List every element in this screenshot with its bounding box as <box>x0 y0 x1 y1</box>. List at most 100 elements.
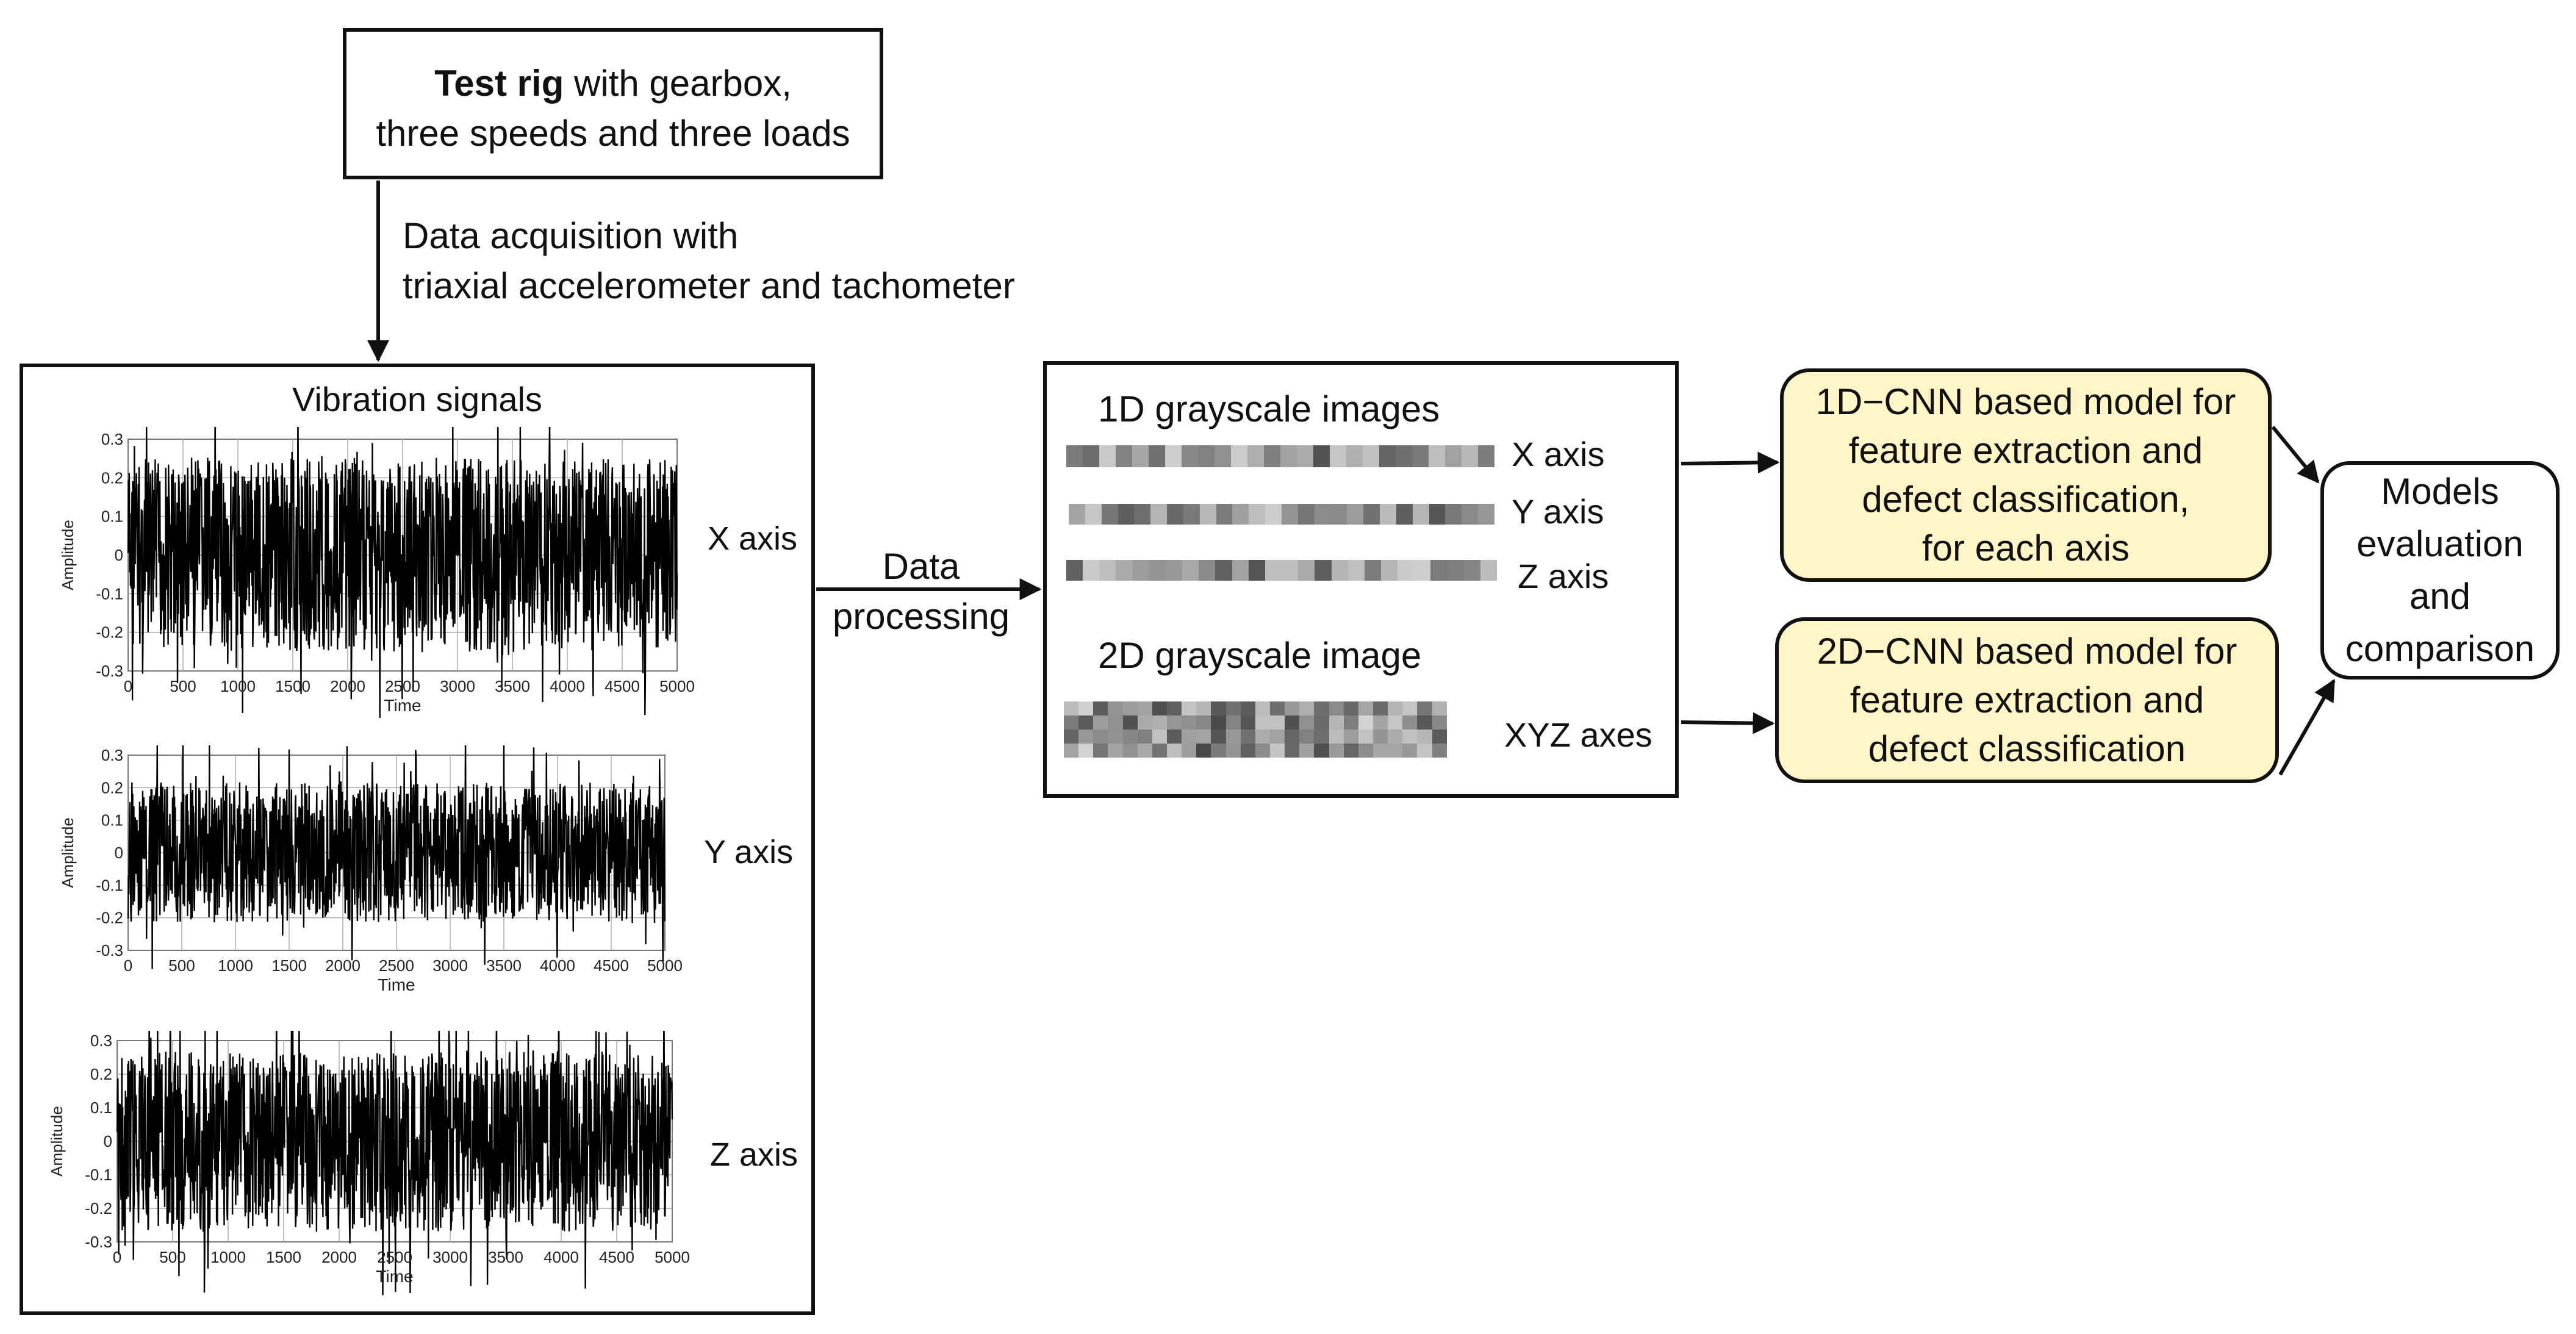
grayscale-pixel <box>1269 701 1285 715</box>
grayscale-pixel <box>1388 715 1403 730</box>
grayscale-pixel <box>1315 560 1332 581</box>
grayscale-label-y: Y axis <box>1512 492 1604 531</box>
x-tick-label: 1000 <box>210 1248 246 1266</box>
y-tick-label: -0.1 <box>96 876 123 894</box>
grayscale-pixel <box>1269 744 1285 758</box>
grayscale-pixel <box>1402 730 1418 744</box>
y-tick-label: -0.2 <box>85 1199 112 1217</box>
x-tick-label: 3500 <box>486 956 522 975</box>
grayscale-pixel <box>1093 715 1108 730</box>
grayscale-pixel <box>1432 730 1447 744</box>
grayscale-pixel <box>1414 560 1431 581</box>
grayscale-pixel <box>1329 744 1344 758</box>
grayscale-pixel <box>1225 744 1241 758</box>
grayscale-pixel <box>1116 560 1133 581</box>
grayscale-pixel <box>1240 744 1255 758</box>
arrow-1d-to-eval <box>2271 426 2320 484</box>
y-tick-label: -0.2 <box>96 623 123 642</box>
grayscale-pixel <box>1108 744 1123 758</box>
y-axis-title: Amplitude <box>48 1106 66 1177</box>
evaluation-box: Models evaluation and comparison <box>2320 461 2560 680</box>
grayscale-pixel <box>1078 701 1094 715</box>
model-2d-line3: defect classification <box>1868 728 2186 769</box>
grayscale-1d-title: 1D grayscale images <box>1098 389 1440 429</box>
x-tick-label: 2000 <box>330 677 365 695</box>
x-tick-label: 0 <box>113 1248 121 1266</box>
y-tick-label: -0.3 <box>85 1233 112 1251</box>
grayscale-pixel <box>1358 701 1373 715</box>
y-tick-label: -0.3 <box>96 662 123 680</box>
grayscale-pixel <box>1182 730 1197 744</box>
grayscale-pixel <box>1430 560 1448 581</box>
test-rig-box: Test rig with gearbox, three speeds and … <box>343 28 883 179</box>
grayscale-pixel <box>1346 445 1363 467</box>
arrow-grayscale-to-2d <box>1681 712 1775 734</box>
grayscale-pixel <box>1329 701 1344 715</box>
grayscale-pixel <box>1231 445 1247 467</box>
grayscale-pixel <box>1402 701 1418 715</box>
y-tick-label: 0.3 <box>90 1031 112 1050</box>
grayscale-pixel <box>1429 445 1445 467</box>
grayscale-pixel <box>1363 445 1379 467</box>
grayscale-pixel <box>1101 504 1118 525</box>
grayscale-strip-y <box>1069 504 1494 525</box>
x-tick-label: 500 <box>159 1248 185 1266</box>
x-tick-label: 1500 <box>271 956 307 975</box>
grayscale-pixel <box>1417 701 1432 715</box>
grayscale-pixel <box>1330 445 1346 467</box>
grayscale-pixel <box>1066 445 1083 467</box>
grayscale-pixel <box>1299 730 1315 744</box>
grayscale-pixel <box>1196 715 1211 730</box>
grayscale-pixel <box>1248 560 1265 581</box>
test-rig-bold: Test rig <box>434 63 564 104</box>
model-2d-cnn-text: 2D−CNN based model for feature extractio… <box>1817 627 2237 773</box>
grayscale-pixel <box>1445 445 1462 467</box>
x-tick-label: 0 <box>124 677 132 695</box>
grayscale-pixel <box>1255 744 1270 758</box>
x-tick-label: 3000 <box>432 1248 468 1266</box>
grayscale-pixel <box>1255 715 1270 730</box>
model-1d-line1: 1D−CNN based model for <box>1815 381 2236 422</box>
acquisition-text: Data acquisition with triaxial accelerom… <box>403 211 1015 311</box>
y-tick-label: 0 <box>115 546 123 564</box>
grayscale-pixel <box>1064 744 1079 758</box>
grayscale-pixel <box>1150 504 1168 525</box>
grayscale-pixel <box>1396 504 1413 525</box>
grayscale-label-z: Z axis <box>1518 557 1609 595</box>
x-tick-label: 500 <box>168 956 195 975</box>
x-axis-title: Time <box>384 696 421 715</box>
grayscale-pixel <box>1137 715 1152 730</box>
model-2d-line2: feature extraction and <box>1849 680 2205 720</box>
grayscale-pixel <box>1432 715 1447 730</box>
grayscale-pixel <box>1314 715 1329 730</box>
y-tick-label: -0.2 <box>96 909 123 927</box>
grayscale-pixel <box>1132 560 1149 581</box>
grayscale-pixel <box>1297 445 1313 467</box>
evaluation-line1: Models <box>2381 471 2499 512</box>
evaluation-line4: comparison <box>2345 628 2535 669</box>
grayscale-pixel <box>1093 744 1108 758</box>
grayscale-pixel <box>1297 504 1315 525</box>
y-tick-label: 0.2 <box>90 1065 112 1083</box>
grayscale-pixel <box>1166 701 1182 715</box>
x-tick-label: 4000 <box>540 956 575 975</box>
grayscale-pixel <box>1166 730 1182 744</box>
grayscale-pixel <box>1269 715 1285 730</box>
grayscale-pixel <box>1314 701 1329 715</box>
evaluation-text: Models evaluation and comparison <box>2345 465 2535 675</box>
grayscale-pixel <box>1122 715 1138 730</box>
grayscale-pixel <box>1132 445 1149 467</box>
grayscale-pixel <box>1329 715 1344 730</box>
grayscale-pixel <box>1182 445 1198 467</box>
grayscale-pixel <box>1445 504 1462 525</box>
grayscale-pixel <box>1285 730 1300 744</box>
grayscale-pixel <box>1182 715 1197 730</box>
grayscale-pixel <box>1447 560 1464 581</box>
y-tick-label: 0.1 <box>101 811 123 830</box>
grayscale-pixel <box>1211 701 1226 715</box>
arrow-2d-to-eval <box>2278 678 2336 776</box>
grayscale-pixel <box>1069 504 1085 525</box>
model-1d-line4: for each axis <box>1921 528 2130 568</box>
